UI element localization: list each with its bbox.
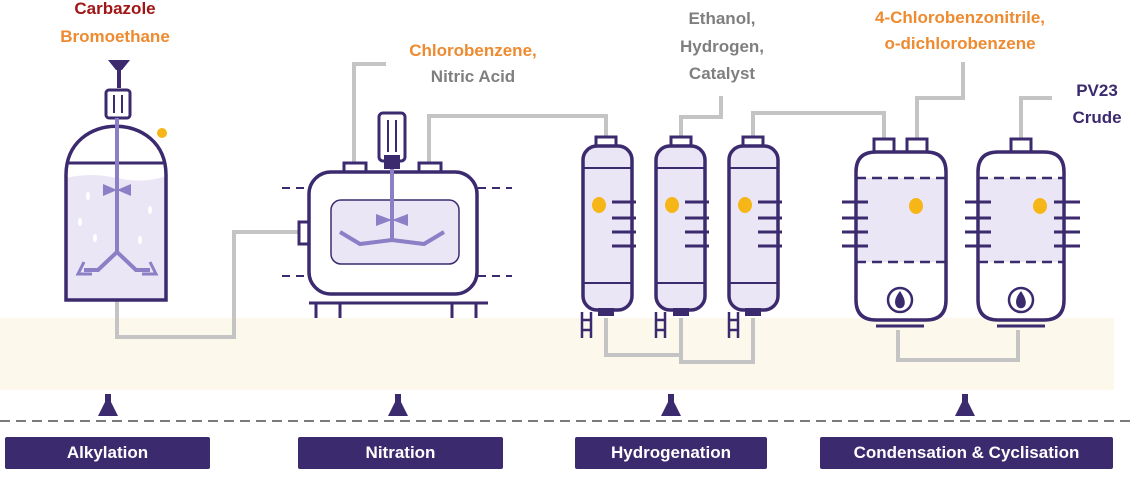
nitration-reactor: [282, 111, 512, 318]
flask-icon: [955, 394, 975, 416]
input-label-bromoethane: Bromoethane: [60, 27, 170, 46]
hydrogenation-column-2: [654, 135, 709, 338]
agitator-blade-lower: [84, 250, 150, 272]
pipe-nitration-to-hydrogenation: [427, 114, 608, 166]
input-label-ethanol: Ethanol,: [688, 9, 756, 28]
input-label-carbazole: Carbazole: [74, 0, 156, 18]
reactor-neck: [104, 88, 132, 120]
pipe-hydrogenation-to-condensation: [751, 111, 886, 140]
condensation-vessel-1: [842, 137, 948, 328]
flame-icon: [1016, 291, 1026, 309]
input-label-chlorobenzonitrile: 4-Chlorobenzonitrile,: [875, 8, 1045, 27]
funnel-stem: [117, 70, 121, 88]
stage-button-nitration[interactable]: Nitration: [298, 437, 503, 469]
flask-icon: [388, 394, 408, 416]
pipe-hyd-bottom-2: [679, 318, 755, 364]
stage-button-condensation-cyclisation[interactable]: Condensation & Cyclisation: [820, 437, 1113, 469]
nitration-liquid: [330, 199, 460, 265]
input-label-catalyst: Catalyst: [688, 64, 756, 83]
funnel-icon: [108, 60, 130, 70]
output-label-crude: Crude: [1072, 108, 1122, 127]
floor-band: [0, 318, 1114, 390]
pipe-hyd-bottom-1: [604, 318, 683, 357]
pipe-hydrogenation-feed: [679, 96, 723, 140]
stage-button-hydrogenation[interactable]: Hydrogenation: [575, 437, 767, 469]
reactor-body: [64, 124, 168, 302]
pipe-condensation-feed: [915, 62, 965, 140]
pipe-alkylation-to-nitration: [115, 230, 300, 339]
hydrogenation-column-1: [580, 135, 636, 338]
pipe-output: [1019, 96, 1052, 152]
condensation-vessel-2: [965, 137, 1080, 328]
side-port: [157, 128, 167, 138]
pipe-condensation-bottom: [896, 330, 1020, 362]
hydrogenation-column-3: [727, 135, 782, 338]
alkylation-reactor: [64, 60, 168, 302]
flask-icon: [98, 394, 118, 416]
pipes: [115, 62, 1052, 364]
nitration-motor: [377, 111, 407, 163]
input-label-nitric-acid: Nitric Acid: [430, 67, 516, 86]
input-label-hydrogen: Hydrogen,: [679, 37, 765, 56]
agitator-blade-upper: [103, 184, 117, 196]
flame-icon: [895, 291, 905, 309]
output-label-pv23: PV23: [1076, 81, 1118, 100]
input-label-dichlorobenzene: o-dichlorobenzene: [884, 34, 1036, 53]
nitration-legs: [309, 301, 488, 318]
pipe-nitration-feed: [352, 62, 386, 166]
input-label-chlorobenzene: Chlorobenzene,: [409, 41, 537, 60]
flask-icon: [661, 394, 681, 416]
stage-button-alkylation[interactable]: Alkylation: [5, 437, 210, 469]
